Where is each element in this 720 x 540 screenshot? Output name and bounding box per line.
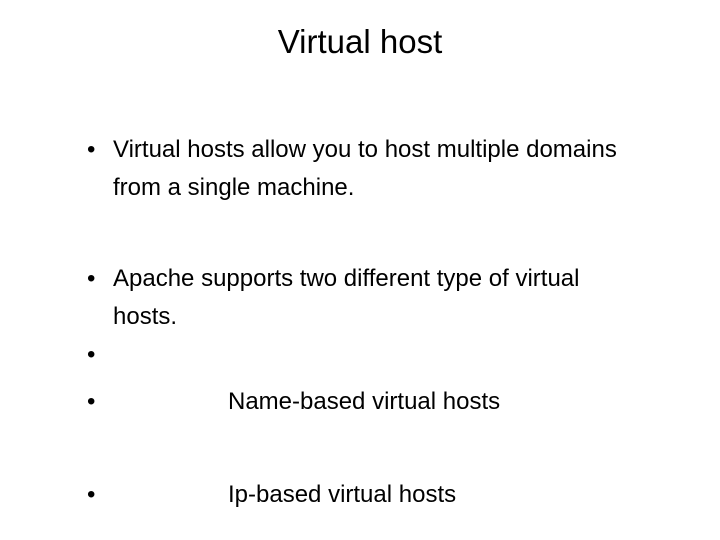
list-item[interactable]: • Ip-based virtual hosts <box>84 476 644 514</box>
list-item[interactable]: • Apache supports two different type of … <box>84 260 644 336</box>
bullet-icon: • <box>87 388 96 415</box>
list-item-label: Apache supports two different type of vi… <box>113 265 580 330</box>
bullet-icon: • <box>87 341 96 368</box>
list-item-label: Virtual hosts allow you to host multiple… <box>113 136 617 201</box>
list-item[interactable]: • Virtual hosts allow you to host multip… <box>84 131 644 207</box>
bullet-list: • Virtual hosts allow you to host multip… <box>84 131 644 514</box>
list-item-label: Ip-based virtual hosts <box>228 481 457 508</box>
list-item-label: Name-based virtual hosts <box>228 388 501 415</box>
list-item[interactable]: • Name-based virtual hosts <box>84 383 644 421</box>
list-item-empty[interactable]: • <box>84 336 644 374</box>
bullet-icon: • <box>87 481 96 508</box>
list-item-label <box>113 336 644 374</box>
page-title: Virtual host <box>277 23 443 60</box>
bullet-icon: • <box>87 136 96 163</box>
bullet-icon: • <box>87 265 96 292</box>
